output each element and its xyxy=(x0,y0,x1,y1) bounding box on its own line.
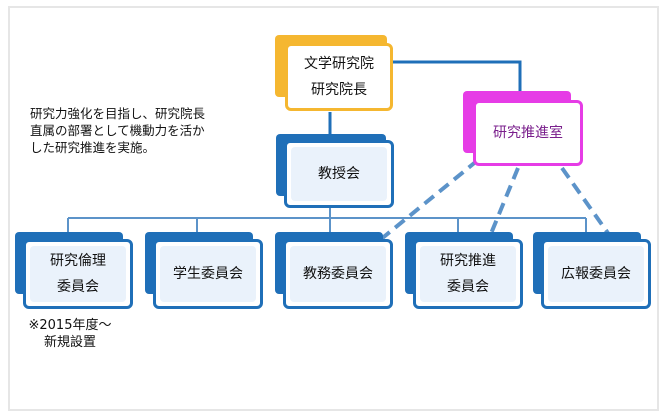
description-text: 研究力強化を目指し、研究院長 直属の部署として機動力を活か した研究推進を実施。 xyxy=(30,105,270,156)
description-line-2: 直属の部署として機動力を活か xyxy=(30,123,205,138)
committee-student-label: 学生委員会 xyxy=(173,266,243,282)
description-line-1: 研究力強化を目指し、研究院長 xyxy=(30,106,206,121)
dashed-promo-to-research xyxy=(488,167,520,237)
dashed-promo-to-academic xyxy=(378,158,480,242)
committee-academic-label: 教務委員会 xyxy=(303,266,373,282)
footnote-line-2: 新規設置 xyxy=(43,335,96,350)
connector-top-to-promo xyxy=(390,60,522,92)
dean-box-line1: 文学研究院 xyxy=(304,56,374,72)
committee-ethics-line1: 研究倫理 xyxy=(50,253,106,269)
committee-research-line1: 研究推進 xyxy=(440,253,496,269)
footnote: ※2015年度～ 新規設置 xyxy=(20,317,120,351)
dashed-promo-to-pr xyxy=(560,166,612,238)
dean-box-line2: 研究院長 xyxy=(311,82,367,98)
description-line-3: した研究推進を実施。 xyxy=(30,140,156,155)
promotion-office-label: 研究推進室 xyxy=(493,125,563,141)
committee-pr-label: 広報委員会 xyxy=(561,266,631,282)
faculty-council-label: 教授会 xyxy=(318,166,360,182)
committee-ethics-line2: 委員会 xyxy=(57,279,99,295)
footnote-line-1: ※2015年度～ xyxy=(28,318,112,333)
committee-research-line2: 委員会 xyxy=(447,279,489,295)
